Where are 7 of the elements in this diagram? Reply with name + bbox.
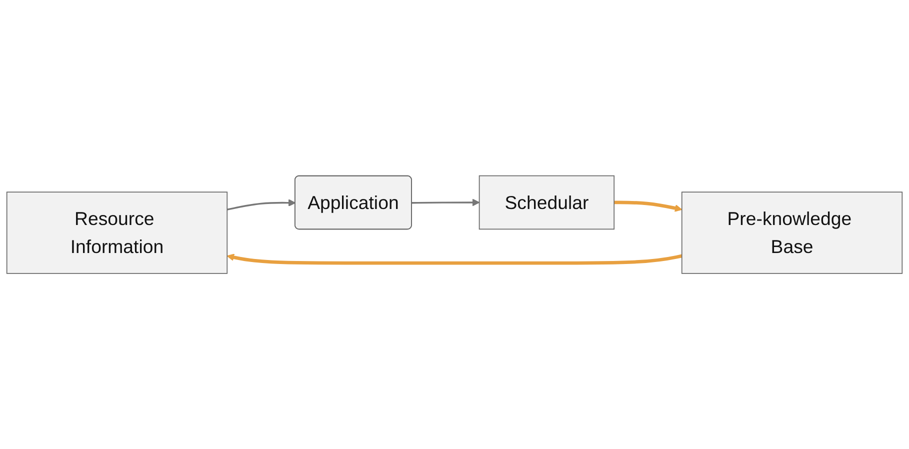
arrow (226, 254, 682, 265)
arrow (614, 200, 682, 212)
arrow (226, 198, 296, 210)
node-box: Resource Information (6, 192, 228, 274)
node-box: Schedular (478, 175, 615, 230)
node-box: Pre-knowledge Base (681, 192, 903, 274)
arrow (412, 198, 480, 206)
